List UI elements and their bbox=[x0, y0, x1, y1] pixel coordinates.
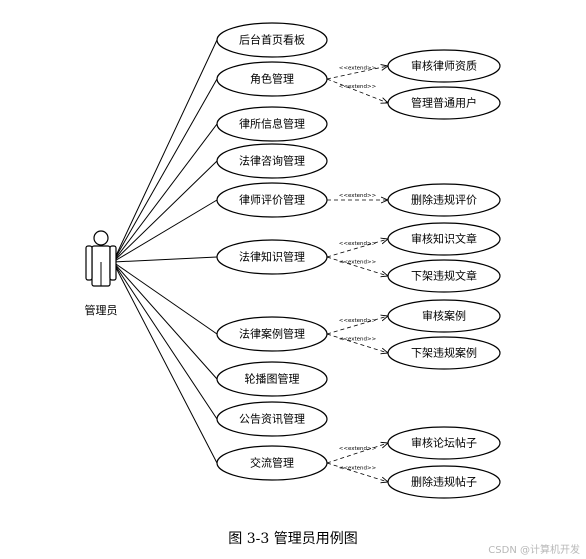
association-line-uc4 bbox=[112, 160, 218, 263]
extend-arrow-ex1 bbox=[326, 66, 388, 80]
use-case-label: 法律知识管理 bbox=[239, 250, 305, 264]
use-case-uc3: 律所信息管理 bbox=[216, 106, 328, 142]
extend-relations: <<extend>> <<extend>> <<extend>> <<extend>>… bbox=[326, 66, 388, 483]
extend-label: <<extend>> bbox=[339, 446, 377, 452]
extend-arrow-ex7 bbox=[326, 333, 388, 353]
use-case-uc4: 法律咨询管理 bbox=[216, 143, 328, 179]
use-case-diagram: <<extend>> <<extend>> <<extend>> <<extend>>… bbox=[85, 22, 501, 499]
extension-use-case-ex4: 审核知识文章 bbox=[387, 222, 501, 256]
extend-arrow-ex8 bbox=[326, 443, 388, 464]
extension-label: 删除违规帖子 bbox=[411, 475, 477, 489]
association-line-uc2 bbox=[112, 78, 218, 263]
extension-label: 删除违规评价 bbox=[411, 193, 477, 207]
association-line-uc10 bbox=[112, 261, 218, 464]
extend-label: <<extend>> bbox=[339, 241, 377, 247]
use-case-ellipse bbox=[216, 239, 328, 275]
use-case-ellipse bbox=[216, 445, 328, 481]
extension-ellipse bbox=[387, 336, 501, 370]
actor-head bbox=[93, 230, 109, 246]
extend-label: <<extend>> bbox=[339, 337, 377, 343]
use-case-label: 后台首页看板 bbox=[239, 33, 305, 47]
extension-label: 下架违规案例 bbox=[411, 346, 477, 360]
extension-use-case-ex8: 审核论坛帖子 bbox=[387, 426, 501, 460]
use-case-uc1: 后台首页看板 bbox=[216, 22, 328, 58]
extension-use-case-ex9: 删除违规帖子 bbox=[387, 465, 501, 499]
use-case-ellipse bbox=[216, 61, 328, 97]
extension-label: 审核知识文章 bbox=[411, 232, 477, 246]
extension-use-case-ex2: 管理普通用户 bbox=[387, 86, 501, 120]
extension-ellipse bbox=[387, 183, 501, 217]
extension-label: 管理普通用户 bbox=[411, 96, 477, 110]
use-cases: 后台首页看板角色管理律所信息管理法律咨询管理律师评价管理法律知识管理法律案例管理… bbox=[216, 22, 501, 499]
use-case-label: 律所信息管理 bbox=[239, 117, 305, 131]
use-case-uc7: 法律案例管理 bbox=[216, 316, 328, 352]
extension-label: 审核律师资质 bbox=[411, 59, 477, 73]
association-line-uc1 bbox=[112, 39, 218, 263]
use-case-uc9: 公告资讯管理 bbox=[216, 401, 328, 437]
use-case-uc5: 律师评价管理 bbox=[216, 182, 328, 218]
use-case-ellipse bbox=[216, 143, 328, 179]
use-case-uc2: 角色管理 bbox=[216, 61, 328, 97]
use-case-ellipse bbox=[216, 361, 328, 397]
figure-caption: 图 3-3 管理员用例图 bbox=[228, 531, 358, 547]
use-case-label: 律师评价管理 bbox=[239, 193, 305, 207]
extend-label: <<extend>> bbox=[339, 260, 377, 266]
extension-ellipse bbox=[387, 465, 501, 499]
extension-ellipse bbox=[387, 49, 501, 83]
extension-label: 审核案例 bbox=[422, 309, 466, 323]
association-line-uc7 bbox=[112, 261, 218, 335]
use-case-uc8: 轮播图管理 bbox=[216, 361, 328, 397]
use-case-ellipse bbox=[216, 316, 328, 352]
use-case-ellipse bbox=[216, 182, 328, 218]
extend-arrow-ex5 bbox=[326, 256, 388, 276]
actor-left-arm bbox=[85, 245, 93, 281]
actor-label: 管理员 bbox=[85, 303, 118, 317]
extension-ellipse bbox=[387, 426, 501, 460]
extension-ellipse bbox=[387, 86, 501, 120]
extend-label: <<extend>> bbox=[339, 318, 377, 324]
extend-label: <<extend>> bbox=[339, 66, 377, 72]
extension-ellipse bbox=[387, 259, 501, 293]
use-case-ellipse bbox=[216, 22, 328, 58]
extension-ellipse bbox=[387, 299, 501, 333]
use-case-label: 轮播图管理 bbox=[245, 372, 300, 386]
use-case-label: 公告资讯管理 bbox=[239, 412, 305, 426]
extend-label: <<extend>> bbox=[339, 193, 377, 199]
use-case-label: 法律咨询管理 bbox=[239, 154, 305, 168]
extension-use-case-ex7: 下架违规案例 bbox=[387, 336, 501, 370]
extend-label: <<extend>> bbox=[339, 84, 377, 90]
extension-use-case-ex5: 下架违规文章 bbox=[387, 259, 501, 293]
association-line-uc5 bbox=[112, 199, 218, 263]
use-case-uc10: 交流管理 bbox=[216, 445, 328, 481]
watermark: CSDN @计算机开发 bbox=[488, 545, 580, 556]
extension-ellipse bbox=[387, 222, 501, 256]
use-case-label: 交流管理 bbox=[250, 456, 294, 470]
association-line-uc6 bbox=[112, 256, 218, 263]
extend-arrow-ex6 bbox=[326, 316, 388, 335]
extend-arrow-ex2 bbox=[326, 78, 388, 103]
use-case-label: 角色管理 bbox=[250, 72, 294, 86]
extension-use-case-ex1: 审核律师资质 bbox=[387, 49, 501, 83]
use-case-label: 法律案例管理 bbox=[239, 327, 305, 341]
association-line-uc9 bbox=[112, 261, 218, 420]
extend-arrow-ex4 bbox=[326, 239, 388, 258]
extension-label: 下架违规文章 bbox=[411, 269, 477, 283]
use-case-ellipse bbox=[216, 401, 328, 437]
actor-right-arm bbox=[109, 245, 117, 281]
extension-label: 审核论坛帖子 bbox=[411, 436, 477, 450]
association-line-uc8 bbox=[112, 261, 218, 380]
extension-use-case-ex3: 删除违规评价 bbox=[387, 183, 501, 217]
association-line-uc3 bbox=[112, 123, 218, 263]
association-lines bbox=[112, 39, 218, 464]
actor-admin: 管理员 bbox=[85, 230, 118, 317]
use-case-ellipse bbox=[216, 106, 328, 142]
extend-label: <<extend>> bbox=[339, 466, 377, 472]
extension-use-case-ex6: 审核案例 bbox=[387, 299, 501, 333]
extend-arrow-ex9 bbox=[326, 462, 388, 482]
use-case-uc6: 法律知识管理 bbox=[216, 239, 328, 275]
